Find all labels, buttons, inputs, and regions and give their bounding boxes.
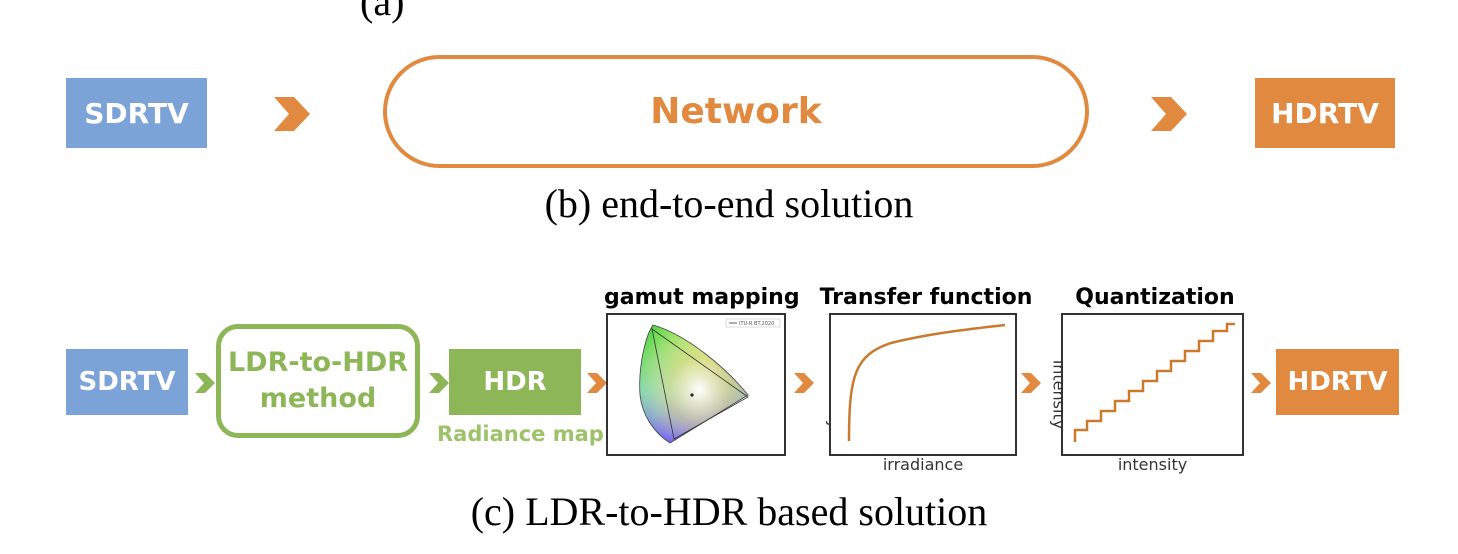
caption-b: (b) end-to-end solution bbox=[544, 181, 914, 226]
hdrtv-label-b: HDRTV bbox=[1271, 96, 1379, 130]
hdr-label: HDR bbox=[483, 367, 547, 397]
hdrtv-label-c: HDRTV bbox=[1287, 367, 1388, 397]
transfer-curve bbox=[847, 323, 1006, 442]
sdrtv-box-c: SDRTV bbox=[66, 349, 188, 415]
transfer-xlabel: irradiance bbox=[882, 455, 964, 474]
method-label-line2: method bbox=[259, 383, 377, 414]
transfer-function-title: Transfer function bbox=[819, 285, 1033, 310]
gamut-legend: ITU-R BT.2020 bbox=[739, 321, 774, 327]
chevron-right-icon bbox=[1151, 97, 1187, 131]
chromaticity-diagram: ITU-R BT.2020 bbox=[639, 318, 781, 444]
transfer-function-panel bbox=[829, 313, 1017, 456]
sdrtv-label-c: SDRTV bbox=[78, 367, 176, 397]
network-box: Network bbox=[383, 55, 1089, 168]
quantization-staircase bbox=[1073, 322, 1235, 442]
chevron-right-icon bbox=[794, 373, 814, 393]
gamut-mapping-title: gamut mapping bbox=[604, 285, 800, 310]
chevron-right-icon bbox=[429, 373, 449, 393]
chevron-right-icon bbox=[587, 373, 607, 393]
sdrtv-box-b: SDRTV bbox=[66, 78, 207, 148]
quantization-title: Quantization bbox=[1075, 285, 1235, 310]
top-caption-fragment: (a) bbox=[360, 0, 405, 24]
hdrtv-box-c: HDRTV bbox=[1276, 349, 1399, 415]
ldr-to-hdr-method-box: LDR-to-HDR method bbox=[216, 324, 420, 438]
chevron-right-icon bbox=[1251, 373, 1271, 393]
quantization-xlabel: intensity bbox=[1117, 455, 1188, 474]
hdrtv-box-b: HDRTV bbox=[1255, 78, 1395, 148]
gamut-mapping-panel: ITU-R BT.2020 bbox=[606, 313, 786, 456]
radiance-map-label: Radiance map bbox=[437, 422, 604, 446]
network-label: Network bbox=[650, 91, 822, 132]
chevron-right-icon bbox=[274, 97, 310, 131]
method-label-line1: LDR-to-HDR bbox=[227, 347, 409, 378]
gamut-triangle bbox=[651, 328, 749, 440]
chevron-right-icon bbox=[195, 373, 215, 393]
sdrtv-label-b: SDRTV bbox=[84, 96, 189, 130]
caption-c: (c) LDR-to-HDR based solution bbox=[470, 489, 988, 534]
hdr-box: HDR bbox=[449, 349, 581, 415]
quantization-panel bbox=[1061, 313, 1244, 456]
chevron-right-icon bbox=[1021, 373, 1041, 393]
